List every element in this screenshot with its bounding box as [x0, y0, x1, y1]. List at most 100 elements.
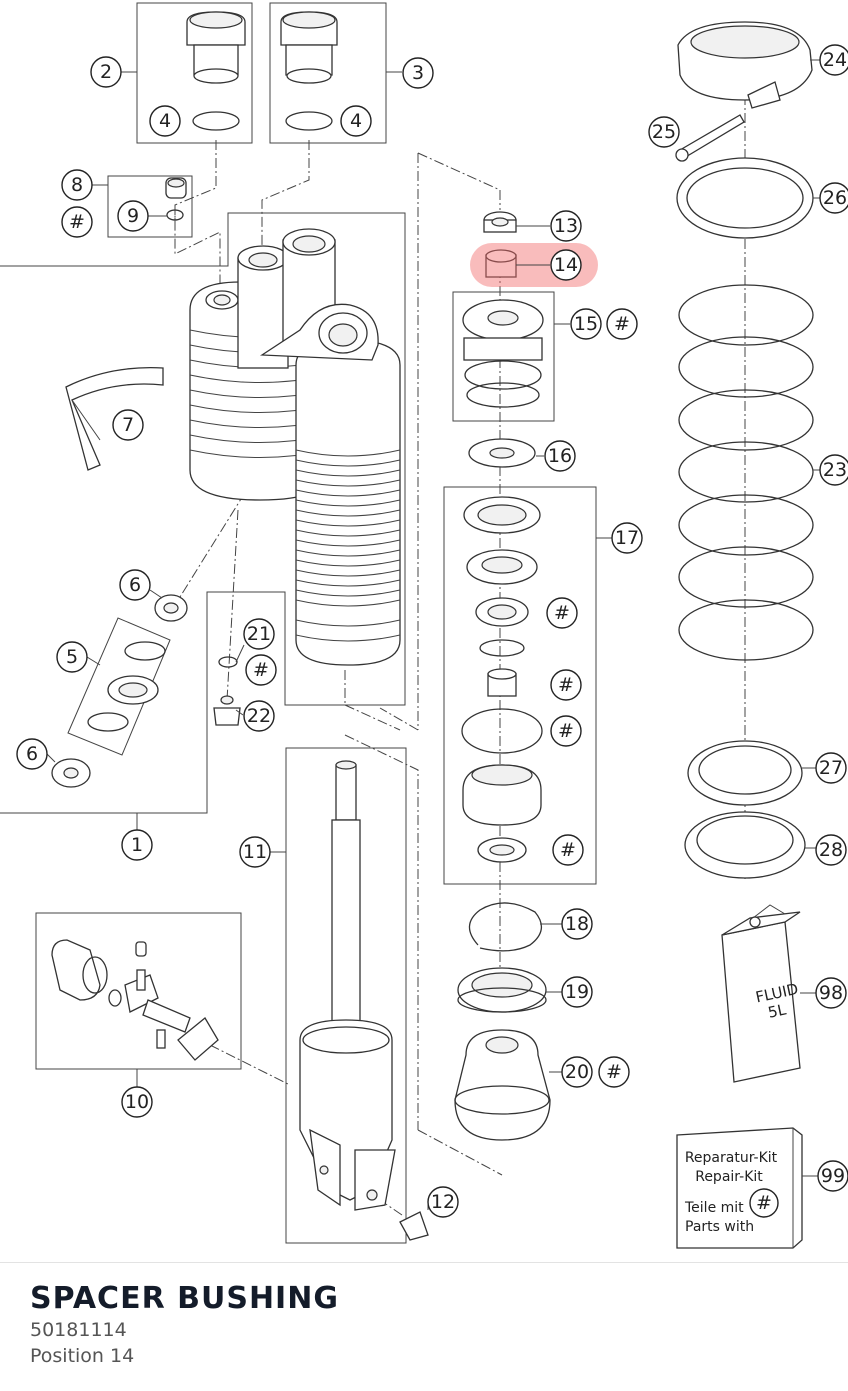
- part-position: Position 14: [30, 1345, 135, 1367]
- callout-98[interactable]: 98: [815, 977, 847, 1009]
- svg-text:11: 11: [243, 841, 267, 863]
- hash-marker-17b: #: [550, 669, 582, 701]
- svg-text:#: #: [756, 1192, 772, 1214]
- svg-text:3: 3: [412, 62, 424, 84]
- svg-text:#: #: [560, 839, 576, 861]
- svg-text:26: 26: [823, 187, 847, 209]
- callout-16[interactable]: 16: [544, 440, 576, 472]
- callout-5[interactable]: 5: [56, 641, 88, 673]
- repair-kit-line4: Parts with: [685, 1219, 754, 1235]
- callout-11[interactable]: 11: [239, 836, 271, 868]
- svg-text:15: 15: [574, 313, 598, 335]
- callout-6-top[interactable]: 6: [119, 569, 151, 601]
- svg-text:10: 10: [125, 1091, 149, 1113]
- svg-text:4: 4: [159, 110, 171, 132]
- center-parts: [454, 211, 551, 1141]
- svg-text:22: 22: [247, 705, 271, 727]
- callout-10[interactable]: 10: [121, 1086, 153, 1118]
- svg-text:99: 99: [821, 1165, 845, 1187]
- piston-rod: [299, 760, 429, 1241]
- svg-text:19: 19: [565, 981, 589, 1003]
- svg-text:#: #: [614, 313, 630, 335]
- svg-text:#: #: [558, 720, 574, 742]
- callout-8[interactable]: 8: [61, 169, 93, 201]
- svg-text:27: 27: [819, 757, 843, 779]
- callout-9[interactable]: 9: [117, 200, 149, 232]
- svg-text:24: 24: [823, 49, 847, 71]
- callout-27[interactable]: 27: [815, 752, 847, 784]
- hash-marker-17d: #: [552, 834, 584, 866]
- svg-text:#: #: [606, 1061, 622, 1083]
- callout-22[interactable]: 22: [243, 700, 275, 732]
- hash-marker-17a: #: [546, 597, 578, 629]
- callout-21[interactable]: 21: [243, 618, 275, 650]
- callout-24[interactable]: 24: [819, 44, 848, 76]
- callout-12[interactable]: 12: [427, 1186, 459, 1218]
- left-parts: [51, 11, 338, 788]
- part-info-panel: SPACER BUSHING 50181114 Position 14: [0, 1262, 848, 1391]
- svg-text:14: 14: [554, 254, 578, 276]
- svg-text:28: 28: [819, 839, 843, 861]
- hash-marker-15: #: [606, 308, 638, 340]
- callout-23[interactable]: 23: [819, 454, 848, 486]
- callout-4-right[interactable]: 4: [340, 105, 372, 137]
- svg-text:98: 98: [819, 982, 843, 1004]
- callout-28[interactable]: 28: [815, 834, 847, 866]
- spring-parts: FLUID 5L Reparatur-Kit Repair-Kit Teile …: [675, 21, 814, 1249]
- shock-body: [189, 228, 401, 666]
- callout-19[interactable]: 19: [561, 976, 593, 1008]
- svg-text:#: #: [69, 211, 85, 233]
- svg-text:#: #: [558, 674, 574, 696]
- spring-coil: [678, 284, 814, 661]
- callout-1[interactable]: 1: [121, 829, 153, 861]
- repair-kit-line2: Repair-Kit: [695, 1169, 763, 1185]
- svg-text:#: #: [554, 602, 570, 624]
- svg-text:17: 17: [615, 527, 639, 549]
- hash-marker-17c: #: [550, 715, 582, 747]
- svg-text:8: 8: [71, 174, 83, 196]
- callout-3[interactable]: 3: [402, 57, 434, 89]
- part-title: SPACER BUSHING: [30, 1281, 339, 1316]
- fluid-can-line2: 5L: [766, 1000, 788, 1021]
- svg-text:5: 5: [66, 646, 78, 668]
- callout-4-left[interactable]: 4: [149, 105, 181, 137]
- callout-18[interactable]: 18: [561, 908, 593, 940]
- svg-text:1: 1: [131, 834, 143, 856]
- svg-text:23: 23: [823, 459, 847, 481]
- exploded-parts-diagram: FLUID 5L Reparatur-Kit Repair-Kit Teile …: [0, 0, 848, 1249]
- part-number: 50181114: [30, 1319, 127, 1341]
- callout-13[interactable]: 13: [550, 210, 582, 242]
- callout-26[interactable]: 26: [819, 182, 848, 214]
- svg-text:4: 4: [350, 110, 362, 132]
- svg-text:13: 13: [554, 215, 578, 237]
- repair-kit-line3: Teile mit: [684, 1200, 744, 1216]
- callout-15[interactable]: 15: [570, 308, 602, 340]
- callout-14[interactable]: 14: [550, 249, 582, 281]
- svg-text:#: #: [253, 659, 269, 681]
- callout-6-bottom[interactable]: 6: [16, 738, 48, 770]
- callout-2[interactable]: 2: [90, 56, 122, 88]
- repair-kit-line1: Reparatur-Kit: [685, 1150, 778, 1166]
- svg-text:16: 16: [548, 445, 572, 467]
- svg-text:12: 12: [431, 1191, 455, 1213]
- svg-text:25: 25: [652, 121, 676, 143]
- repair-kit-hash: #: [749, 1188, 779, 1218]
- hash-marker-10: #: [0, 0, 8, 11]
- hash-marker-21: #: [245, 654, 277, 686]
- svg-text:6: 6: [129, 574, 141, 596]
- callout-7[interactable]: 7: [112, 409, 144, 441]
- svg-text:21: 21: [247, 623, 271, 645]
- callout-20[interactable]: 20: [561, 1056, 593, 1088]
- hash-marker-9: #: [61, 206, 93, 238]
- part-10-assembly: [51, 939, 219, 1061]
- svg-text:6: 6: [26, 743, 38, 765]
- callout-99[interactable]: 99: [817, 1160, 848, 1192]
- svg-text:9: 9: [127, 205, 139, 227]
- callout-17[interactable]: 17: [611, 522, 643, 554]
- svg-text:18: 18: [565, 913, 589, 935]
- hash-marker-20: #: [598, 1056, 630, 1088]
- svg-text:2: 2: [100, 61, 112, 83]
- callout-25[interactable]: 25: [648, 116, 680, 148]
- svg-text:20: 20: [565, 1061, 589, 1083]
- svg-text:7: 7: [122, 414, 134, 436]
